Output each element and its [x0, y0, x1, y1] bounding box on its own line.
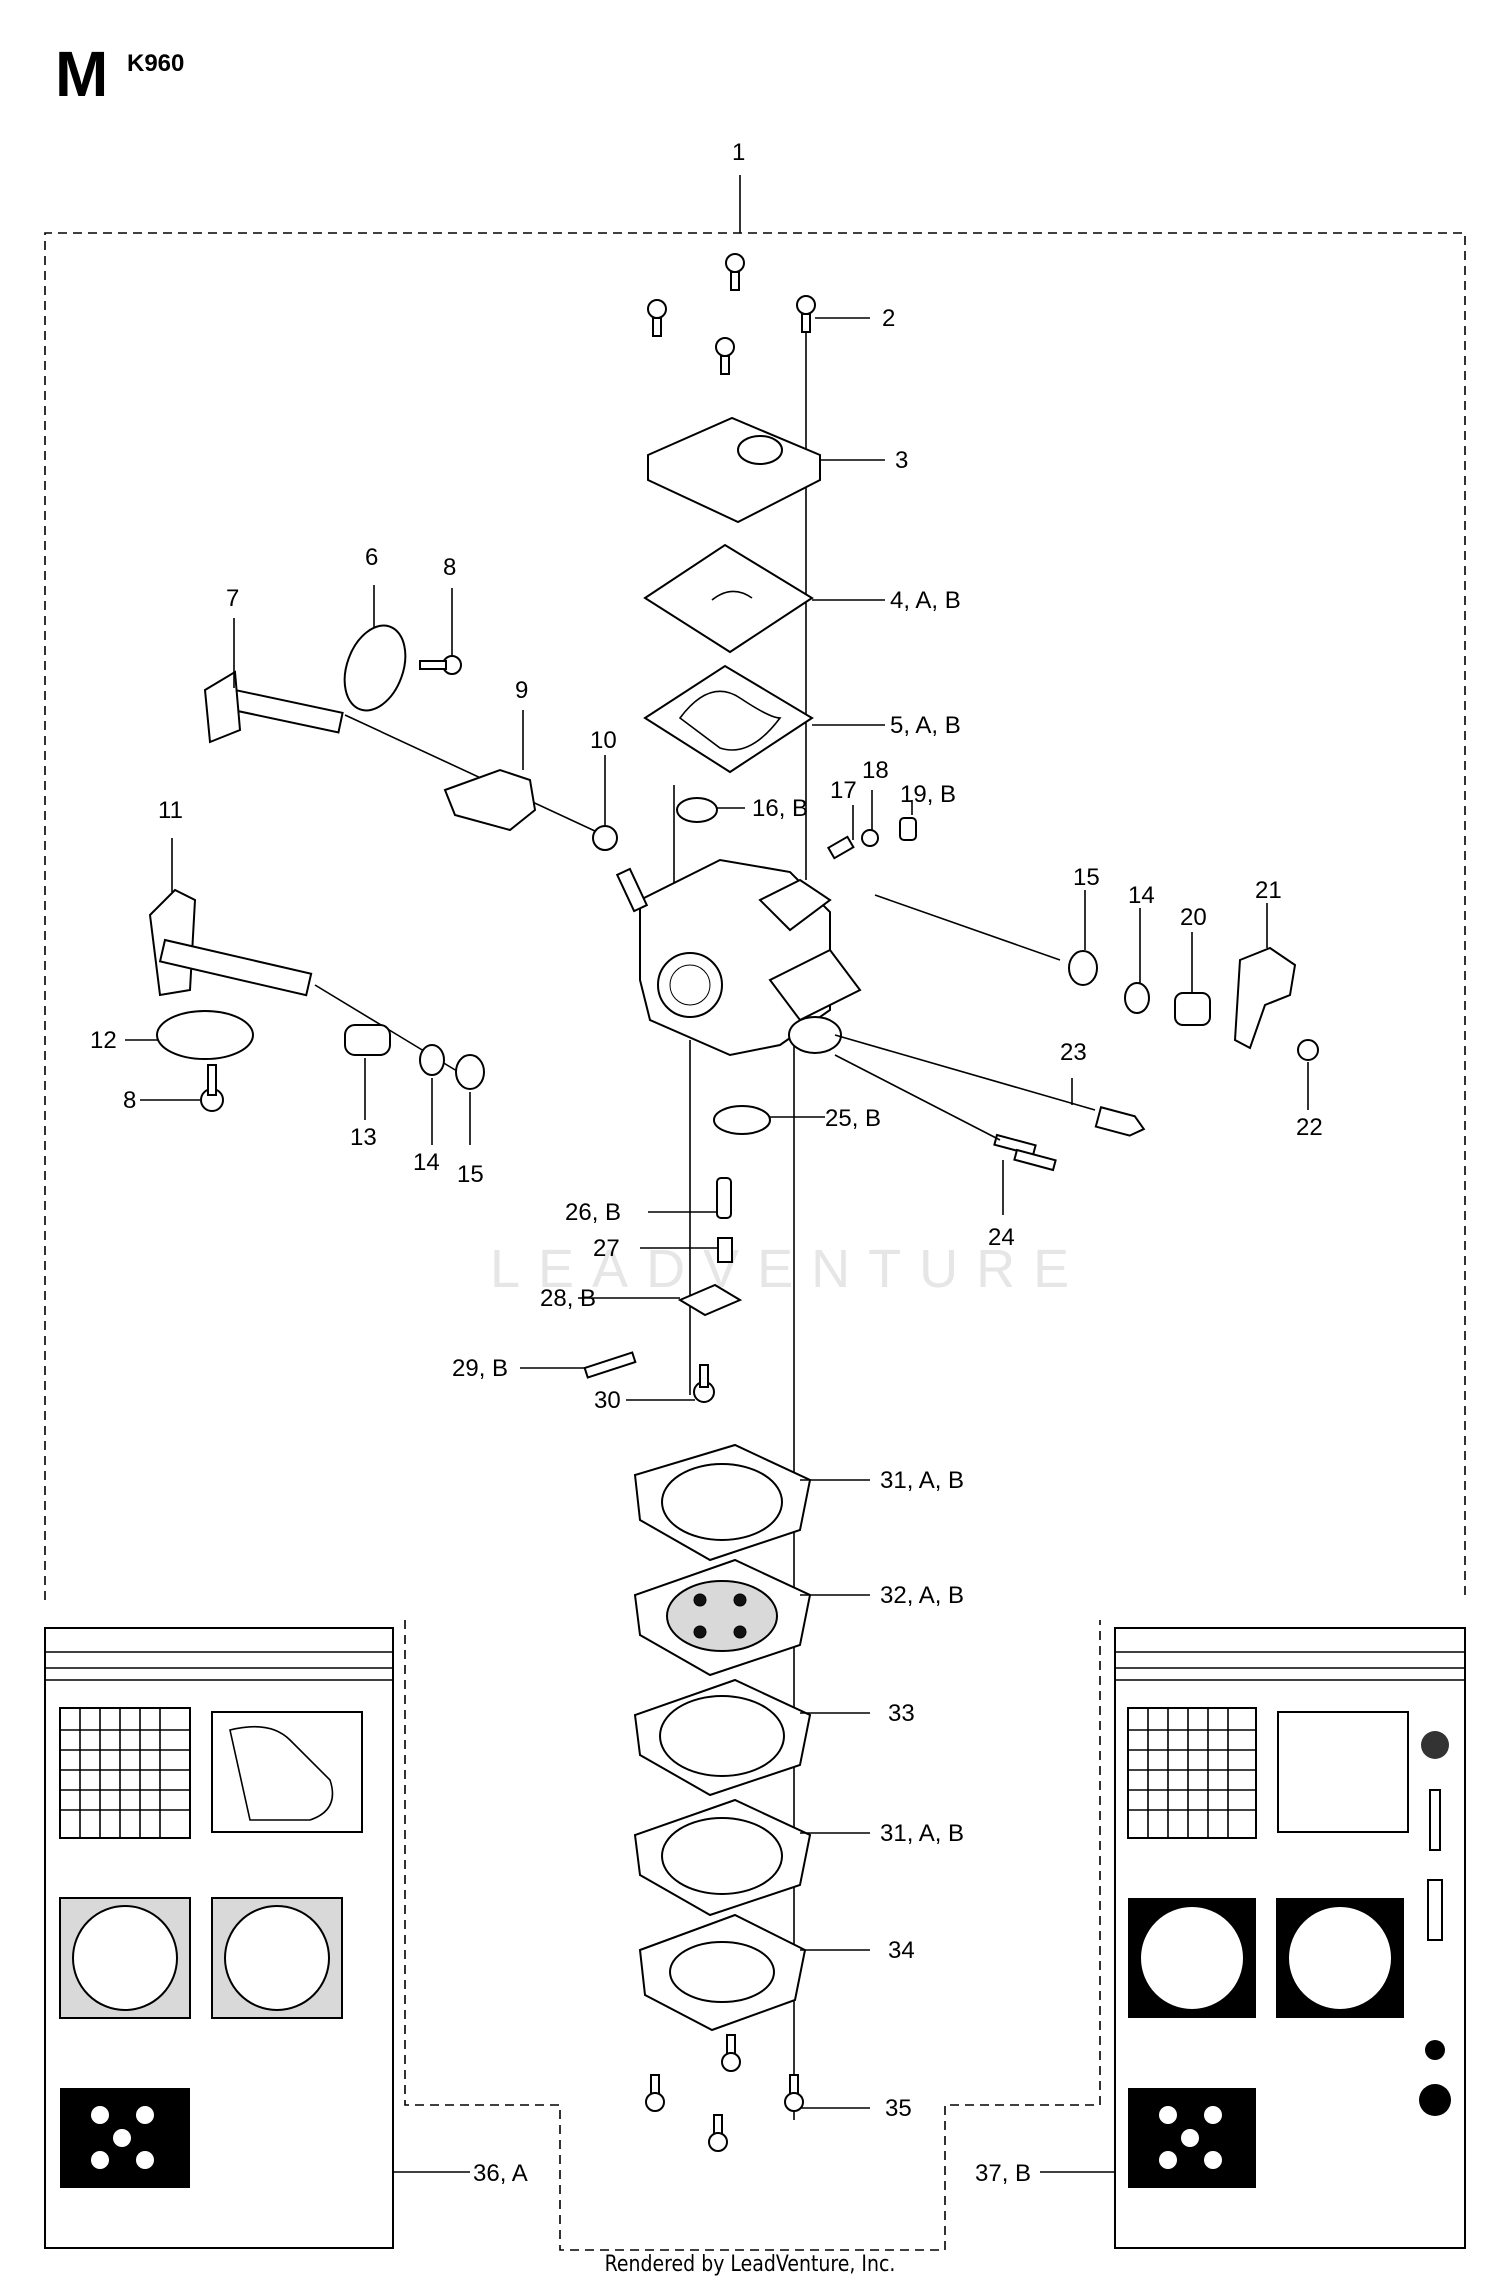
- spring-13: [344, 1024, 391, 1056]
- callout-28: 28, B: [540, 1285, 596, 1312]
- callout-26: 26, B: [565, 1199, 621, 1226]
- callout-36: 36, A: [473, 2160, 528, 2187]
- callout-35: 35: [885, 2095, 912, 2122]
- gasket-5: [643, 664, 814, 774]
- callout-31-top: 31, A, B: [880, 1467, 964, 1494]
- callout-21: 21: [1255, 877, 1282, 904]
- footer-credit: Rendered by LeadVenture, Inc.: [604, 2252, 896, 2277]
- model-number: K960: [127, 50, 185, 77]
- gasket-31-top: [633, 1443, 812, 1562]
- callout-4: 4, A, B: [890, 587, 961, 614]
- leader-lines: [125, 317, 1309, 2109]
- callout-31-bottom: 31, A, B: [880, 1820, 964, 1847]
- callout-1: 1: [732, 139, 745, 166]
- callout-25: 25, B: [825, 1105, 881, 1132]
- diaphragm-32: [633, 1558, 812, 1677]
- callout-14-left: 14: [413, 1149, 440, 1176]
- section-letter: M: [55, 38, 109, 110]
- gasket-31-bottom: [633, 1798, 812, 1917]
- carburetor-body: [615, 858, 862, 1057]
- callout-29: 29, B: [452, 1355, 508, 1382]
- callout-17: 17: [830, 777, 857, 804]
- callout-15-left: 15: [457, 1161, 484, 1188]
- callout-8-top: 8: [443, 554, 456, 581]
- callout-34: 34: [888, 1937, 915, 1964]
- callout-9: 9: [515, 677, 528, 704]
- callout-labels: 1 2 3 4, A, B 5, A, B 6 7 8 9 10 11 12 8…: [90, 139, 1323, 2187]
- choke-plate-6: [343, 624, 407, 712]
- throttle-plate-12: [156, 1010, 254, 1060]
- callout-23: 23: [1060, 1039, 1087, 1066]
- callout-32: 32, A, B: [880, 1582, 964, 1609]
- screw-35: [645, 2034, 804, 2152]
- screw-2: [647, 253, 816, 375]
- choke-shaft-7: [203, 670, 611, 839]
- o-ring-16: [676, 797, 718, 823]
- callout-22: 22: [1296, 1114, 1323, 1141]
- callout-11: 11: [158, 797, 183, 824]
- pump-cover-3: [647, 416, 821, 524]
- callout-12: 12: [90, 1027, 117, 1054]
- screen-25: [713, 1105, 771, 1135]
- callout-30: 30: [594, 1387, 621, 1414]
- callout-7: 7: [226, 585, 239, 612]
- callout-8-bottom: 8: [123, 1087, 136, 1114]
- assembly-boundary: [44, 232, 1466, 1600]
- throttle-shaft-11: [148, 888, 481, 1086]
- diaphragm-4: [643, 543, 814, 654]
- lever-9: [443, 768, 537, 832]
- gasket-33: [633, 1678, 812, 1797]
- callout-37: 37, B: [975, 2160, 1031, 2187]
- callout-13: 13: [350, 1124, 377, 1151]
- callout-27: 27: [593, 1235, 620, 1262]
- callout-2: 2: [882, 305, 895, 332]
- callout-3: 3: [895, 447, 908, 474]
- callout-10: 10: [590, 727, 617, 754]
- spring-10: [592, 825, 618, 851]
- callout-24: 24: [988, 1224, 1015, 1251]
- watermark: LEADVENTURE: [490, 1239, 1088, 1299]
- callout-15-right: 15: [1073, 864, 1100, 891]
- callout-14-right: 14: [1128, 882, 1155, 909]
- kit-box-36: [44, 1627, 394, 2249]
- callout-19: 19, B: [900, 781, 956, 808]
- callout-18: 18: [862, 757, 889, 784]
- kit-box-37: [1114, 1627, 1466, 2249]
- callout-5: 5, A, B: [890, 712, 961, 739]
- callout-16: 16, B: [752, 795, 808, 822]
- metering-cover-34: [638, 1913, 807, 2032]
- callout-33: 33: [888, 1700, 915, 1727]
- lever-21: [1233, 946, 1297, 1050]
- callout-20: 20: [1180, 904, 1207, 931]
- callout-6: 6: [365, 544, 378, 571]
